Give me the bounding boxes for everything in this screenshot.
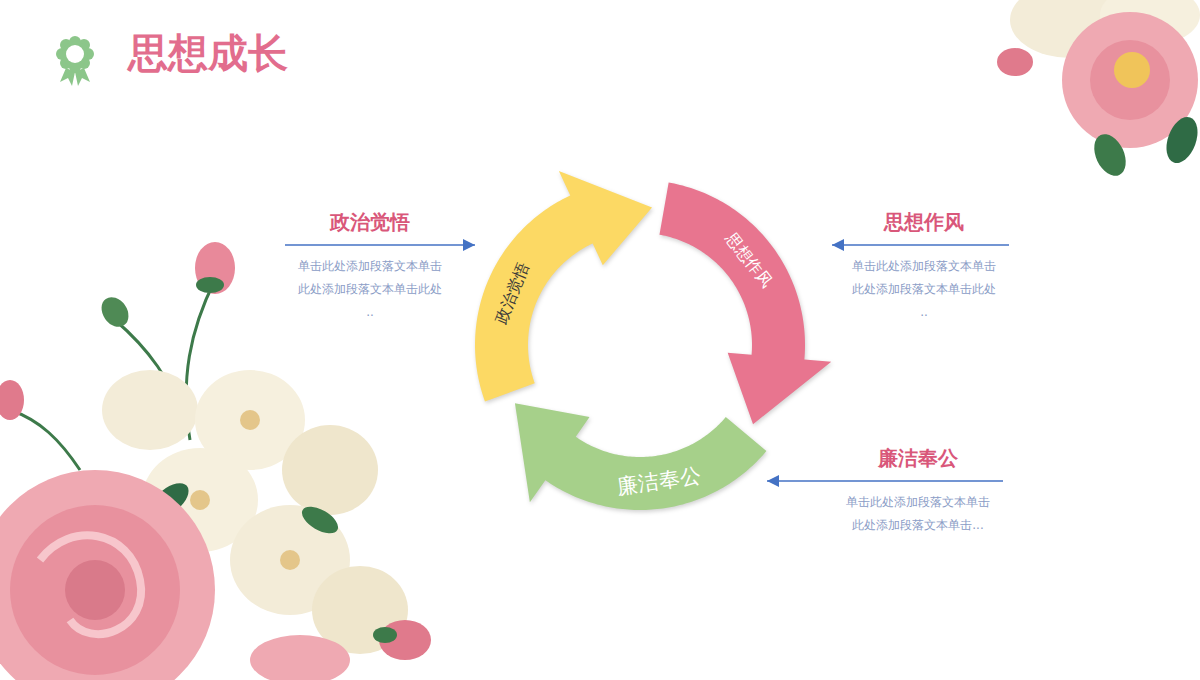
block-body: 单击此处添加段落文本单击 此处添加段落文本单击此处 .. bbox=[849, 255, 999, 324]
cycle-arrow: 廉洁奉公 bbox=[514, 403, 767, 510]
slide-title: 思想成长 bbox=[128, 26, 288, 81]
block-heading: 政治觉悟 bbox=[285, 209, 455, 235]
cycle-arrow: 政治觉悟 bbox=[475, 170, 653, 402]
leader-arrow bbox=[767, 480, 1003, 482]
cycle-arrow: 思想作风 bbox=[659, 182, 832, 425]
text-block: 廉洁奉公单击此处添加段落文本单击 此处添加段落文本单击... bbox=[833, 445, 1003, 537]
block-body: 单击此处添加段落文本单击 此处添加段落文本单击... bbox=[843, 491, 993, 537]
flower-top-right bbox=[997, 0, 1200, 181]
title-icon bbox=[56, 36, 94, 86]
text-block: 政治觉悟单击此处添加段落文本单击 此处添加段落文本单击此处 .. bbox=[285, 209, 455, 324]
text-block: 思想作风单击此处添加段落文本单击 此处添加段落文本单击此处 .. bbox=[839, 209, 1009, 324]
arrow-shape bbox=[475, 170, 653, 402]
block-body: 单击此处添加段落文本单击 此处添加段落文本单击此处 .. bbox=[295, 255, 445, 324]
arrow-outline bbox=[515, 403, 766, 510]
arrow-shape bbox=[659, 182, 832, 425]
leader-arrow bbox=[832, 244, 1009, 246]
leader-arrow bbox=[285, 244, 475, 246]
block-heading: 廉洁奉公 bbox=[833, 445, 1003, 471]
block-heading: 思想作风 bbox=[839, 209, 1009, 235]
arrow-outline bbox=[659, 183, 831, 425]
arrow-outline bbox=[475, 171, 652, 401]
